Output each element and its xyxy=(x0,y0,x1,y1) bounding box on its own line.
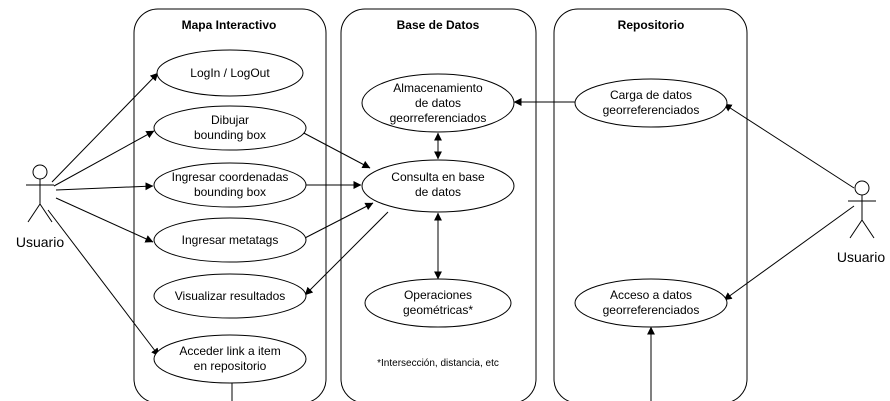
use-case-login-label: LogIn / LogOut xyxy=(190,66,270,80)
footnote: *Intersección, distancia, etc xyxy=(377,358,499,369)
lane-title-base: Base de Datos xyxy=(397,18,480,32)
use-case-almacenamiento-label-1: Almacenamiento xyxy=(393,81,483,95)
connectors xyxy=(47,72,855,401)
use-case-acceso[interactable]: Acceso a datos georreferenciados xyxy=(574,278,728,328)
lane-title-mapa: Mapa Interactivo xyxy=(182,18,277,32)
use-case-consulta-label-2: de datos xyxy=(415,185,461,199)
use-case-acceso-label-2: georreferenciados xyxy=(603,303,700,317)
use-case-visualizar-label: Visualizar resultados xyxy=(175,289,286,303)
connector-actor-acceder xyxy=(47,209,160,357)
use-case-dibujar[interactable]: Dibujar bounding box xyxy=(153,105,307,151)
use-case-acceso-label-1: Acceso a datos xyxy=(610,288,692,302)
use-case-login[interactable]: LogIn / LogOut xyxy=(156,49,304,97)
stick-figure-icon xyxy=(26,164,54,223)
use-case-metatags-label: Ingresar metatags xyxy=(182,233,279,247)
stick-figure-icon xyxy=(848,180,876,239)
connector-actor-metatags xyxy=(55,197,154,243)
use-case-acceder[interactable]: Acceder link a item en repositorio xyxy=(153,334,307,384)
use-case-almacenamiento-label-2: de datos xyxy=(415,96,461,110)
connector-actor-carga xyxy=(723,103,855,189)
use-case-almacenamiento[interactable]: Almacenamiento de datos georreferenciado… xyxy=(361,73,515,133)
use-case-dibujar-label-2: bounding box xyxy=(194,128,266,142)
actor-left: Usuario xyxy=(16,164,64,250)
use-case-metatags[interactable]: Ingresar metatags xyxy=(153,217,307,263)
connector-actor-dibujar xyxy=(53,130,155,187)
connector-actor-acceso xyxy=(723,205,855,301)
use-case-consulta[interactable]: Consulta en base de datos xyxy=(361,159,515,213)
actor-right: Usuario xyxy=(837,180,885,265)
use-case-ingresar-coordenadas[interactable]: Ingresar coordenadas bounding box xyxy=(153,162,307,208)
use-case-consulta-label-1: Consulta en base xyxy=(391,170,485,184)
use-case-operaciones-label-2: geométricas* xyxy=(403,303,473,317)
connector-consulta-visualizar xyxy=(304,211,389,296)
use-case-almacenamiento-label-3: georreferenciados xyxy=(390,111,487,125)
use-case-ingresar-coord-label-1: Ingresar coordenadas xyxy=(172,170,289,184)
connector-dibujar-consulta xyxy=(299,130,371,169)
use-case-dibujar-label-1: Dibujar xyxy=(211,113,249,127)
use-case-carga[interactable]: Carga de datos georreferenciados xyxy=(574,78,728,128)
use-case-operaciones-label-1: Operaciones xyxy=(404,288,472,302)
use-case-visualizar[interactable]: Visualizar resultados xyxy=(153,273,307,319)
connector-metatags-consulta xyxy=(300,202,374,241)
actor-right-label: Usuario xyxy=(837,249,885,265)
use-case-operaciones[interactable]: Operaciones geométricas* xyxy=(364,278,512,328)
use-case-acceder-label-1: Acceder link a item xyxy=(179,344,280,358)
connector-actor-ingresar-coord xyxy=(55,182,154,191)
use-case-ingresar-coord-label-2: bounding box xyxy=(194,185,266,199)
use-case-carga-label-1: Carga de datos xyxy=(610,88,692,102)
actor-left-label: Usuario xyxy=(16,234,64,250)
connector-actor-login xyxy=(51,72,159,183)
use-case-carga-label-2: georreferenciados xyxy=(603,103,700,117)
use-case-acceder-label-2: en repositorio xyxy=(194,359,267,373)
lane-title-repo: Repositorio xyxy=(618,18,685,32)
